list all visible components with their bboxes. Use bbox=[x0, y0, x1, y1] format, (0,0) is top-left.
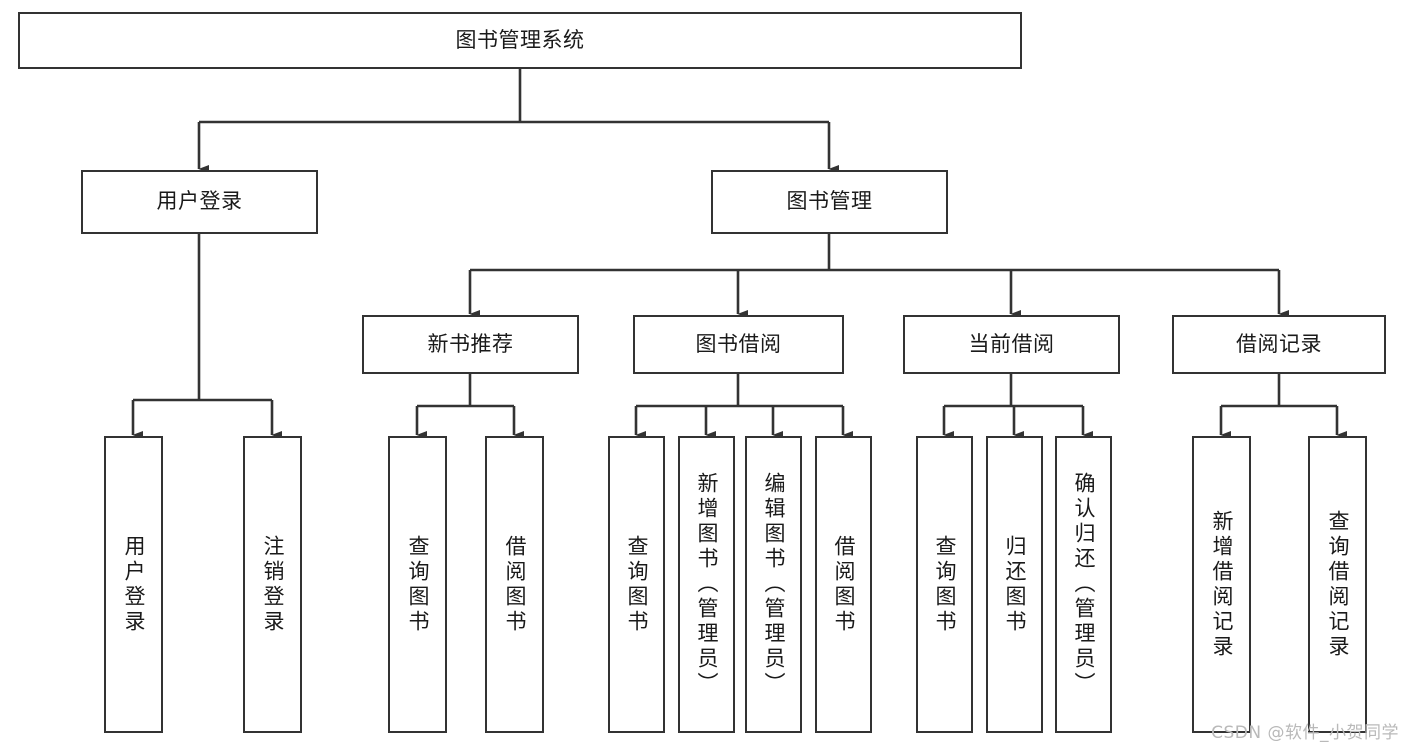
node-leaf-query-book-3[interactable]: 查询图书 bbox=[916, 436, 973, 733]
node-leaf-confirm-return[interactable]: 确认归还（管理员） bbox=[1055, 436, 1112, 733]
node-leaf-borrow-book-2[interactable]: 借阅图书 bbox=[815, 436, 872, 733]
node-leaf-query-book-2-label: 查询图书 bbox=[625, 534, 649, 635]
node-leaf-query-book-2[interactable]: 查询图书 bbox=[608, 436, 665, 733]
node-leaf-add-borrow-record-label: 新增借阅记录 bbox=[1210, 509, 1234, 660]
node-leaf-add-borrow-record[interactable]: 新增借阅记录 bbox=[1192, 436, 1251, 733]
node-leaf-borrow-book-1[interactable]: 借阅图书 bbox=[485, 436, 544, 733]
node-leaf-edit-book-label: 编辑图书（管理员） bbox=[762, 472, 786, 697]
node-leaf-return-book-label: 归还图书 bbox=[1003, 534, 1027, 635]
node-book-borrow-label: 图书借阅 bbox=[695, 331, 782, 356]
node-book-manage[interactable]: 图书管理 bbox=[711, 170, 948, 234]
node-leaf-logout-login-label: 注销登录 bbox=[261, 534, 285, 635]
node-leaf-query-book-1-label: 查询图书 bbox=[406, 534, 430, 635]
node-user-login-label: 用户登录 bbox=[156, 189, 243, 214]
node-leaf-user-login-label: 用户登录 bbox=[122, 534, 146, 635]
node-new-book-recommend-label: 新书推荐 bbox=[427, 331, 514, 356]
node-leaf-query-book-3-label: 查询图书 bbox=[933, 534, 957, 635]
node-leaf-edit-book[interactable]: 编辑图书（管理员） bbox=[745, 436, 802, 733]
node-leaf-add-book[interactable]: 新增图书（管理员） bbox=[678, 436, 735, 733]
node-current-borrow[interactable]: 当前借阅 bbox=[903, 315, 1120, 374]
node-leaf-query-book-1[interactable]: 查询图书 bbox=[388, 436, 447, 733]
watermark-text: CSDN @软件_小贺同学 bbox=[1211, 723, 1399, 743]
node-leaf-query-borrow-record[interactable]: 查询借阅记录 bbox=[1308, 436, 1367, 733]
node-leaf-confirm-return-label: 确认归还（管理员） bbox=[1072, 472, 1096, 697]
node-book-borrow[interactable]: 图书借阅 bbox=[633, 315, 844, 374]
node-leaf-logout-login[interactable]: 注销登录 bbox=[243, 436, 302, 733]
node-borrow-record[interactable]: 借阅记录 bbox=[1172, 315, 1386, 374]
node-leaf-query-borrow-record-label: 查询借阅记录 bbox=[1326, 509, 1350, 660]
node-leaf-return-book[interactable]: 归还图书 bbox=[986, 436, 1043, 733]
node-new-book-recommend[interactable]: 新书推荐 bbox=[362, 315, 579, 374]
node-user-login[interactable]: 用户登录 bbox=[81, 170, 318, 234]
node-root-book-management-system-label: 图书管理系统 bbox=[455, 27, 585, 52]
node-leaf-borrow-book-1-label: 借阅图书 bbox=[503, 534, 527, 635]
node-borrow-record-label: 借阅记录 bbox=[1236, 331, 1322, 356]
node-root-book-management-system[interactable]: 图书管理系统 bbox=[18, 12, 1022, 69]
node-current-borrow-label: 当前借阅 bbox=[968, 331, 1055, 356]
node-book-manage-label: 图书管理 bbox=[786, 189, 873, 214]
node-leaf-user-login[interactable]: 用户登录 bbox=[104, 436, 163, 733]
node-leaf-borrow-book-2-label: 借阅图书 bbox=[832, 534, 856, 635]
tree-connectors bbox=[131, 69, 1348, 440]
node-leaf-add-book-label: 新增图书（管理员） bbox=[695, 472, 719, 697]
